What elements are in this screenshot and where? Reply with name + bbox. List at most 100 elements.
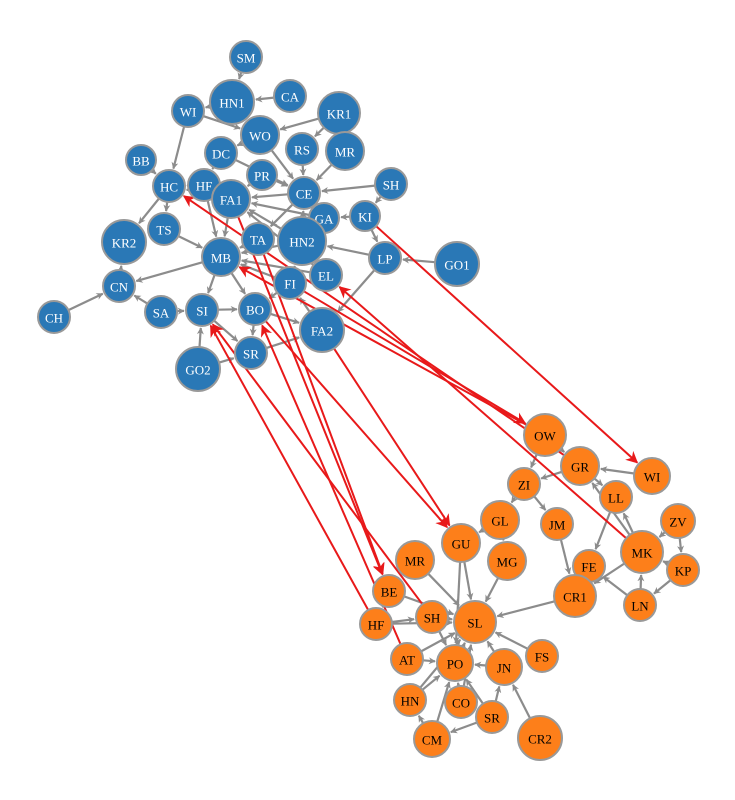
node-circle[interactable] (525, 639, 559, 673)
node-o_SL[interactable]: SL (453, 600, 497, 644)
node-circle[interactable] (599, 480, 633, 514)
node-circle[interactable] (444, 685, 478, 719)
node-o_ZV[interactable]: ZV (660, 503, 696, 539)
node-circle[interactable] (485, 648, 523, 686)
node-o_SR[interactable]: SR (475, 700, 509, 734)
node-circle[interactable] (390, 642, 424, 676)
node-o_PO[interactable]: PO (436, 644, 474, 682)
node-circle[interactable] (553, 574, 597, 618)
node-b_HN1[interactable]: HN1 (209, 79, 255, 125)
node-circle[interactable] (620, 530, 664, 574)
node-b_HN2[interactable]: HN2 (277, 216, 327, 266)
node-b_FA1[interactable]: FA1 (211, 179, 251, 219)
node-circle[interactable] (487, 541, 527, 581)
node-circle[interactable] (317, 91, 361, 135)
node-circle[interactable] (349, 200, 381, 232)
node-circle[interactable] (523, 413, 567, 457)
node-o_KP[interactable]: KP (666, 553, 700, 587)
node-b_MB[interactable]: MB (201, 237, 241, 277)
node-circle[interactable] (277, 216, 327, 266)
node-o_GU[interactable]: GU (441, 523, 481, 563)
node-o_BE[interactable]: BE (372, 574, 406, 608)
node-b_EL[interactable]: EL (309, 258, 343, 292)
node-circle[interactable] (374, 167, 408, 201)
node-circle[interactable] (436, 644, 474, 682)
node-circle[interactable] (273, 266, 307, 300)
node-o_LN[interactable]: LN (623, 588, 657, 622)
node-b_MR[interactable]: MR (325, 131, 365, 171)
node-b_CE[interactable]: CE (287, 176, 321, 210)
node-b_RS[interactable]: RS (285, 132, 319, 166)
node-o_CO[interactable]: CO (444, 685, 478, 719)
node-circle[interactable] (211, 179, 251, 219)
node-b_GO1[interactable]: GO1 (434, 241, 480, 287)
node-circle[interactable] (517, 715, 563, 761)
node-o_GL[interactable]: GL (480, 500, 520, 540)
node-o_HF[interactable]: HF (359, 607, 393, 641)
node-circle[interactable] (171, 94, 205, 128)
node-circle[interactable] (185, 293, 219, 327)
node-circle[interactable] (299, 307, 345, 353)
node-o_JM[interactable]: JM (540, 507, 574, 541)
node-circle[interactable] (125, 144, 157, 176)
node-o_LL[interactable]: LL (599, 480, 633, 514)
node-circle[interactable] (273, 79, 307, 113)
node-o_AT[interactable]: AT (390, 642, 424, 676)
node-circle[interactable] (372, 574, 406, 608)
node-b_SM[interactable]: SM (229, 40, 263, 74)
node-o_CM[interactable]: CM (413, 720, 451, 758)
node-circle[interactable] (147, 212, 181, 246)
node-o_CR1[interactable]: CR1 (553, 574, 597, 618)
node-circle[interactable] (415, 600, 449, 634)
node-circle[interactable] (475, 700, 509, 734)
node-b_HC[interactable]: HC (152, 169, 186, 203)
node-b_KR1[interactable]: KR1 (317, 91, 361, 135)
node-circle[interactable] (633, 457, 671, 495)
node-b_TA[interactable]: TA (241, 222, 275, 256)
node-circle[interactable] (102, 269, 136, 303)
node-o_WI[interactable]: WI (633, 457, 671, 495)
node-circle[interactable] (285, 132, 319, 166)
node-b_FI[interactable]: FI (273, 266, 307, 300)
node-b_LP[interactable]: LP (368, 241, 402, 275)
node-circle[interactable] (393, 683, 427, 717)
node-circle[interactable] (204, 136, 238, 170)
node-circle[interactable] (359, 607, 393, 641)
node-b_GO2[interactable]: GO2 (175, 346, 221, 392)
node-b_SH[interactable]: SH (374, 167, 408, 201)
node-circle[interactable] (480, 500, 520, 540)
node-circle[interactable] (229, 40, 263, 74)
node-o_SH[interactable]: SH (415, 600, 449, 634)
node-circle[interactable] (101, 219, 147, 265)
node-b_CH[interactable]: CH (37, 300, 71, 334)
node-b_SI[interactable]: SI (185, 293, 219, 327)
node-circle[interactable] (395, 540, 435, 580)
node-circle[interactable] (368, 241, 402, 275)
node-b_WO[interactable]: WO (240, 115, 280, 155)
node-b_CN[interactable]: CN (102, 269, 136, 303)
node-circle[interactable] (209, 79, 255, 125)
node-b_TS[interactable]: TS (147, 212, 181, 246)
node-o_JN[interactable]: JN (485, 648, 523, 686)
node-b_FA2[interactable]: FA2 (299, 307, 345, 353)
node-circle[interactable] (453, 600, 497, 644)
node-circle[interactable] (246, 159, 278, 191)
node-o_GR[interactable]: GR (560, 446, 600, 486)
node-o_CR2[interactable]: CR2 (517, 715, 563, 761)
node-o_OW[interactable]: OW (523, 413, 567, 457)
node-circle[interactable] (241, 222, 275, 256)
node-b_CA[interactable]: CA (273, 79, 307, 113)
node-o_ZI[interactable]: ZI (507, 467, 541, 501)
node-circle[interactable] (441, 523, 481, 563)
node-circle[interactable] (287, 176, 321, 210)
node-circle[interactable] (234, 336, 268, 370)
node-circle[interactable] (152, 169, 186, 203)
node-o_MG[interactable]: MG (487, 541, 527, 581)
node-circle[interactable] (560, 446, 600, 486)
node-circle[interactable] (507, 467, 541, 501)
node-b_DC[interactable]: DC (204, 136, 238, 170)
node-o_HN[interactable]: HN (393, 683, 427, 717)
node-b_WI[interactable]: WI (171, 94, 205, 128)
node-b_KR2[interactable]: KR2 (101, 219, 147, 265)
node-b_KI[interactable]: KI (349, 200, 381, 232)
